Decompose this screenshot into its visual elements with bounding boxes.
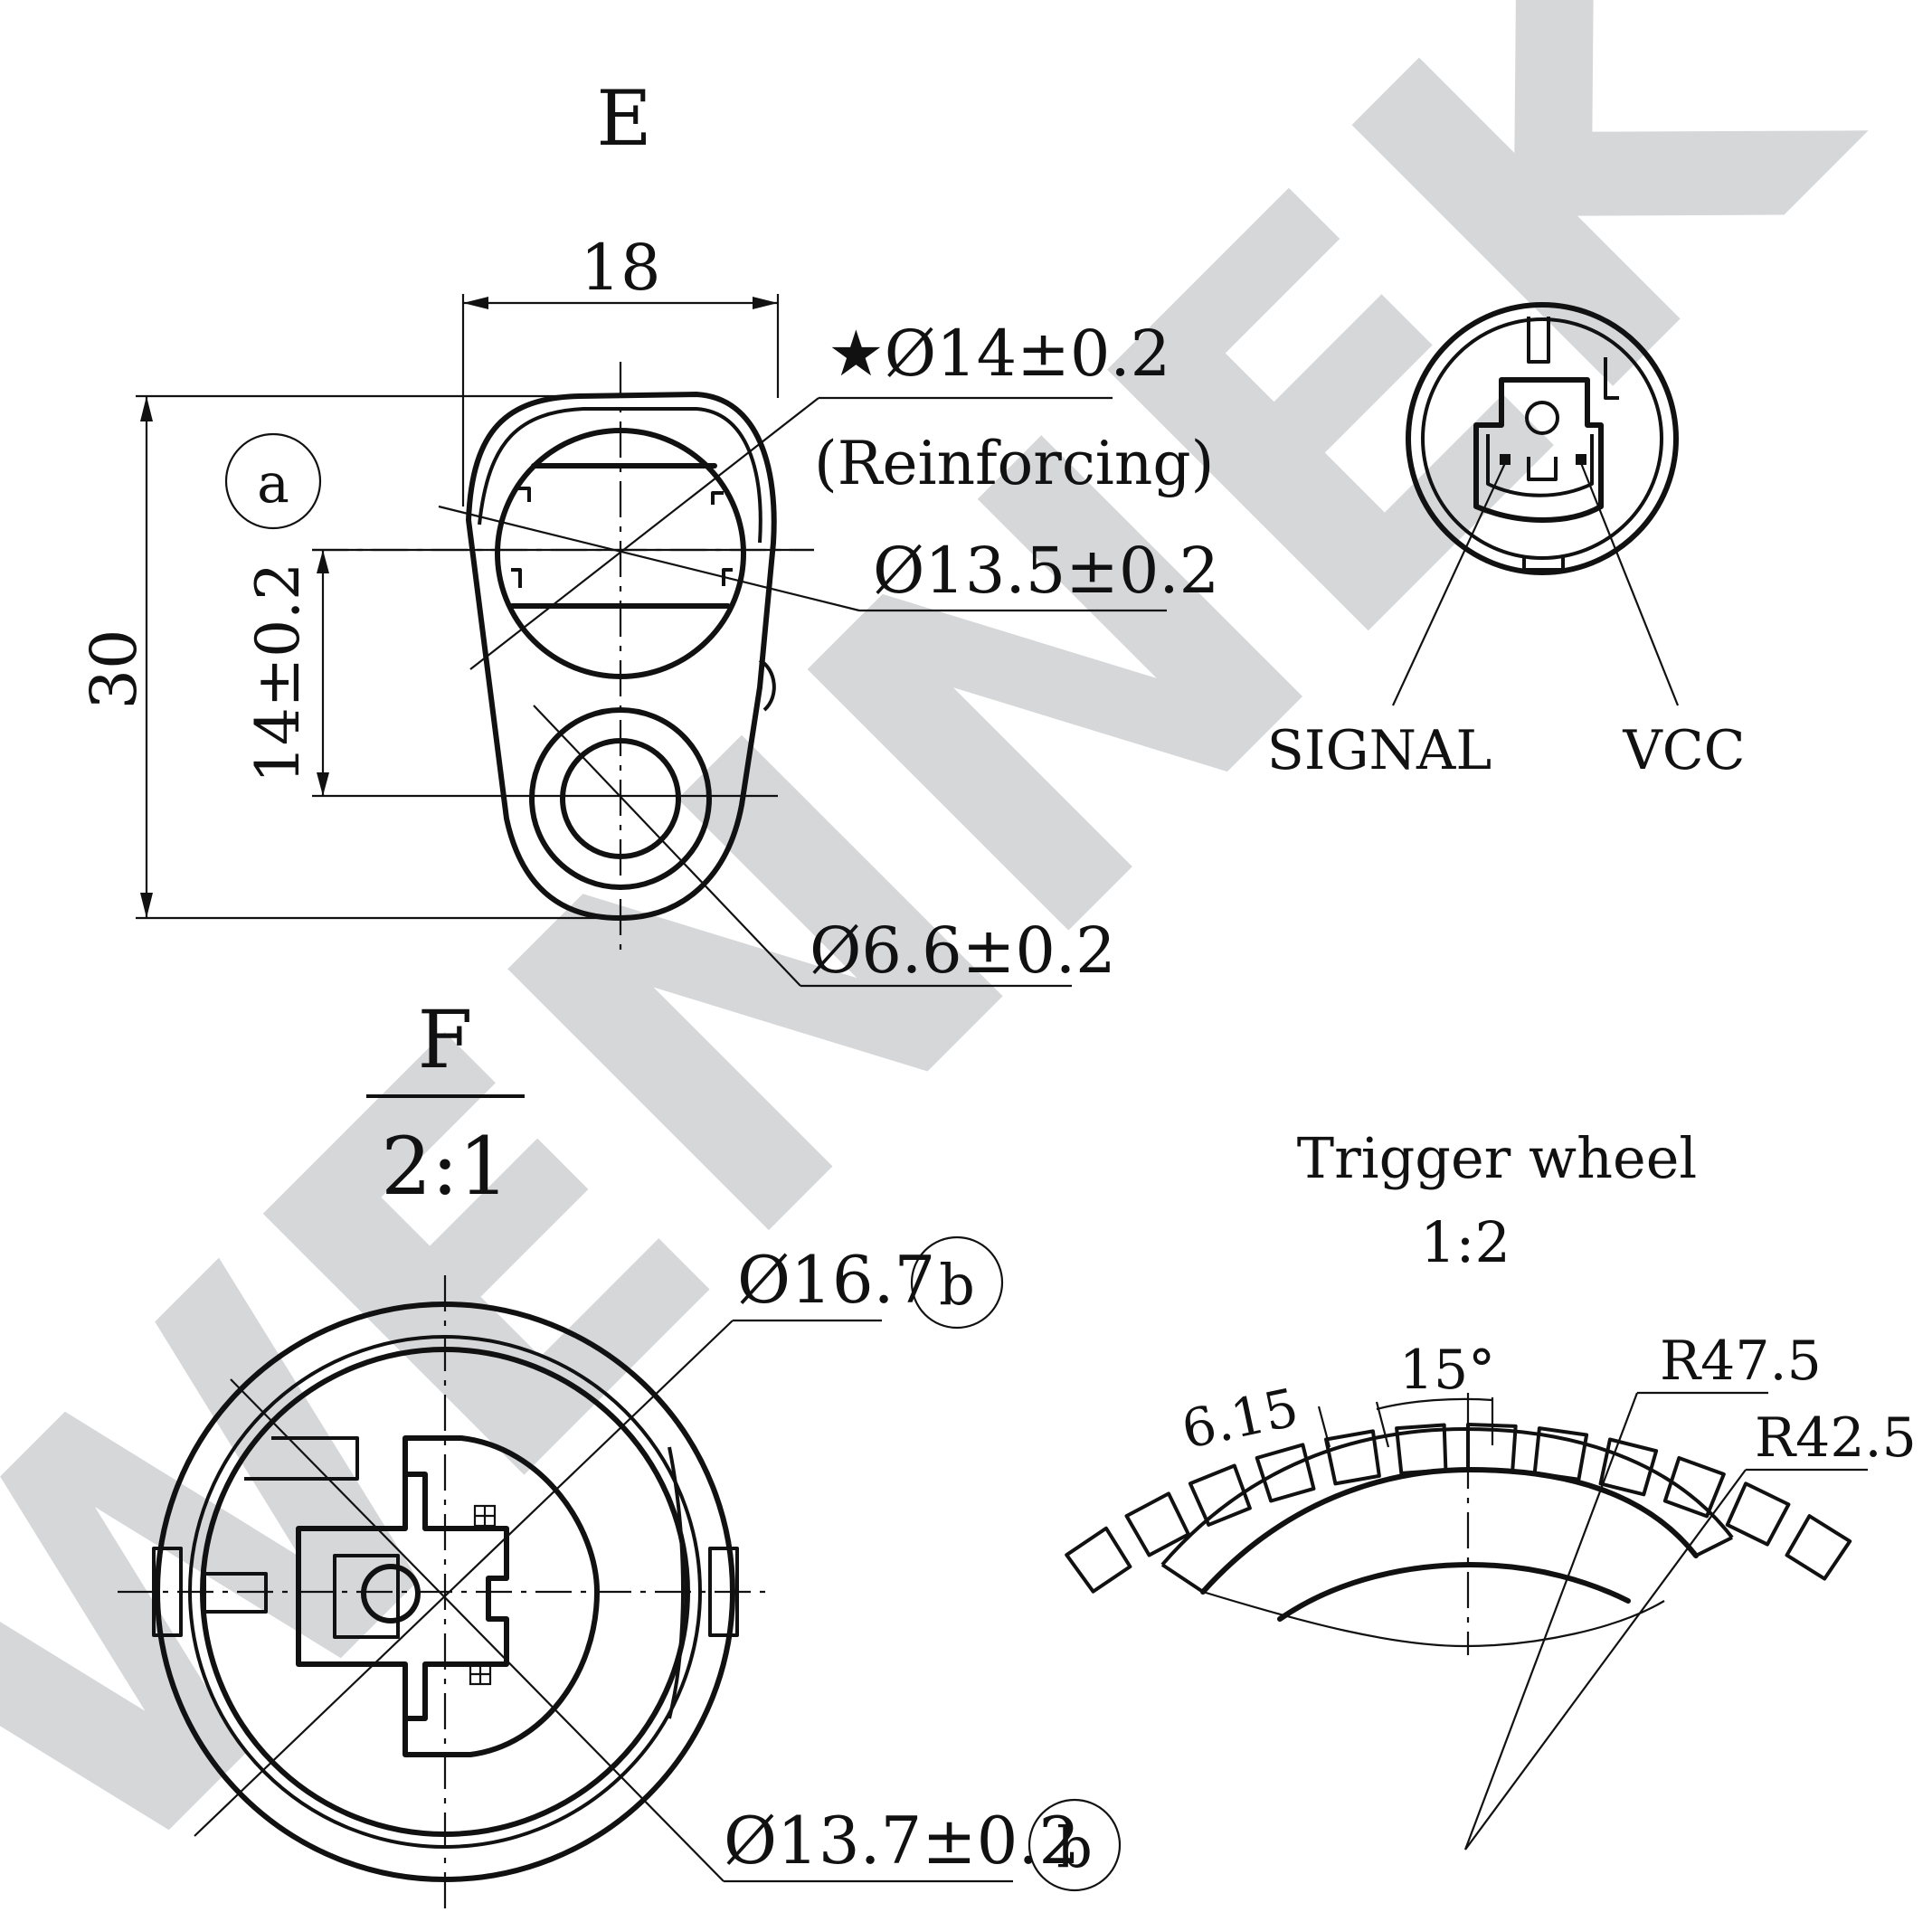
trigger-tooth	[1662, 1455, 1726, 1519]
trigger-tooth	[1598, 1437, 1659, 1497]
dim-reinforcing-14: ★Ø14±0.2	[828, 317, 1170, 391]
dim-hole-6-6: Ø6.6±0.2	[810, 913, 1116, 988]
view-f: F 2:1 Ø16.7 b Ø13.7±0.2 b	[118, 993, 1122, 1908]
connector-view: SIGNAL VCC	[1267, 302, 1746, 782]
dim-inner-13-7: Ø13.7±0.2	[724, 1803, 1080, 1879]
reinforcing-note: (Reinforcing)	[814, 429, 1214, 498]
dim-pitch-14: 14±0.2	[243, 563, 313, 783]
dim-width-18: 18	[580, 231, 660, 305]
dim-r-42-5: R42.5	[1755, 1406, 1917, 1470]
trigger-tooth	[1255, 1443, 1316, 1503]
trigger-teeth	[1065, 1423, 1852, 1594]
dim-bore-13-5: Ø13.5±0.2	[873, 534, 1219, 608]
trigger-tooth	[1324, 1429, 1381, 1486]
trigger-tooth	[1188, 1463, 1252, 1527]
trigger-tooth	[1395, 1423, 1448, 1475]
dim-outer-tag: b	[939, 1252, 975, 1318]
trigger-wheel-scale: 1:2	[1420, 1209, 1511, 1275]
view-f-title: F	[417, 993, 472, 1086]
label-a: a	[257, 452, 289, 516]
trigger-tooth	[1065, 1526, 1132, 1594]
trigger-wheel: Trigger wheel 1:2 15° 6.15 R47.5 R42.5	[1065, 1125, 1917, 1851]
trigger-tooth	[1124, 1491, 1190, 1557]
dim-pitch-6-15: 6.15	[1177, 1377, 1303, 1461]
signal-label: SIGNAL	[1267, 719, 1492, 782]
dim-angle-15: 15°	[1399, 1339, 1495, 1402]
trigger-tooth	[1785, 1514, 1852, 1581]
dim-outer-16-7: Ø16.7	[737, 1242, 935, 1318]
trigger-tooth	[1532, 1426, 1589, 1481]
view-e-title: E	[596, 74, 651, 163]
trigger-wheel-title: Trigger wheel	[1297, 1125, 1697, 1191]
view-e: E 18 30 14±0.2 a	[77, 74, 1219, 988]
trigger-tooth	[1725, 1481, 1791, 1547]
view-f-scale: 2:1	[381, 1120, 509, 1213]
dim-inner-tag: b	[1056, 1814, 1093, 1880]
dim-height-30: 30	[77, 629, 151, 709]
dim-r-47-5: R47.5	[1660, 1330, 1822, 1393]
vcc-label: VCC	[1622, 719, 1745, 782]
